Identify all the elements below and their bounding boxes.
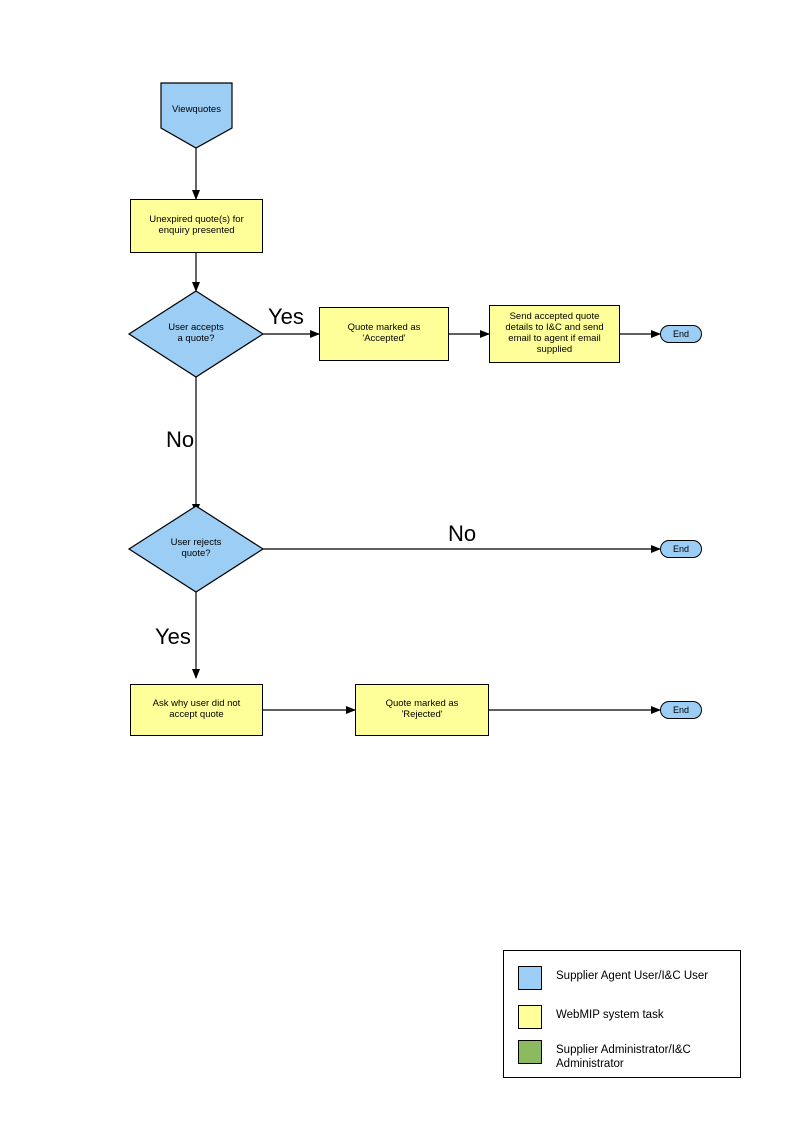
legend-swatch-blue-icon [518, 966, 542, 990]
node-end-no-reject[interactable]: End [660, 540, 702, 558]
accept-decision-shape [127, 290, 265, 378]
legend-swatch-yellow-icon [518, 1005, 542, 1029]
node-quote-marked-accepted-label: Quote marked as 'Accepted' [347, 322, 421, 344]
node-end-accepted[interactable]: End [660, 325, 702, 343]
node-ask-why[interactable]: Ask why user did not accept quote [130, 684, 263, 736]
node-reject-decision-label: User rejects quote? [170, 537, 222, 559]
node-end-no-reject-label: End [672, 543, 689, 554]
edge-label-accept-yes: Yes [268, 304, 304, 329]
node-start[interactable]: Viewquotes [161, 83, 232, 138]
edge-label-reject-no: No [448, 521, 477, 546]
node-end-accepted-label: End [672, 328, 689, 339]
node-quote-marked-rejected-label: Quote marked as 'Rejected' [385, 698, 459, 720]
node-reject-decision[interactable]: User rejects quote? [129, 506, 263, 592]
legend-label-webmip-task: WebMIP system task [556, 1009, 664, 1021]
legend-label-supplier-agent: Supplier Agent User/I&C User [556, 970, 709, 982]
node-send-accepted-details-label: Send accepted quote details to I&C and s… [505, 311, 604, 355]
node-start-label: Viewquotes [172, 104, 221, 116]
node-unexpired-quotes-label: Unexpired quote(s) for enquiry presented [149, 214, 244, 236]
legend-label-supplier-admin: Supplier Administrator/I&C Administrator [556, 1044, 691, 1071]
legend-item-supplier-agent: Supplier Agent User/I&C User [518, 966, 708, 990]
node-end-rejected-label: End [672, 704, 689, 715]
node-unexpired-quotes[interactable]: Unexpired quote(s) for enquiry presented [130, 199, 263, 253]
legend-item-webmip-task: WebMIP system task [518, 1005, 664, 1029]
node-end-rejected[interactable]: End [660, 701, 702, 719]
legend-swatch-green-icon [518, 1040, 542, 1064]
legend-box: Supplier Agent User/I&C User WebMIP syst… [503, 950, 741, 1078]
node-send-accepted-details[interactable]: Send accepted quote details to I&C and s… [489, 305, 620, 363]
start-node-shape [160, 82, 233, 149]
node-ask-why-label: Ask why user did not accept quote [152, 698, 241, 720]
node-accept-decision-label: User accepts a quote? [168, 322, 224, 344]
edge-label-reject-yes: Yes [155, 624, 191, 649]
legend-item-supplier-admin: Supplier Administrator/I&C Administrator [518, 1040, 691, 1072]
reject-decision-shape [127, 505, 265, 593]
node-quote-marked-rejected[interactable]: Quote marked as 'Rejected' [355, 684, 489, 736]
edge-label-accept-no: No [166, 427, 195, 452]
node-accept-decision[interactable]: User accepts a quote? [129, 291, 263, 377]
node-quote-marked-accepted[interactable]: Quote marked as 'Accepted' [319, 307, 449, 361]
